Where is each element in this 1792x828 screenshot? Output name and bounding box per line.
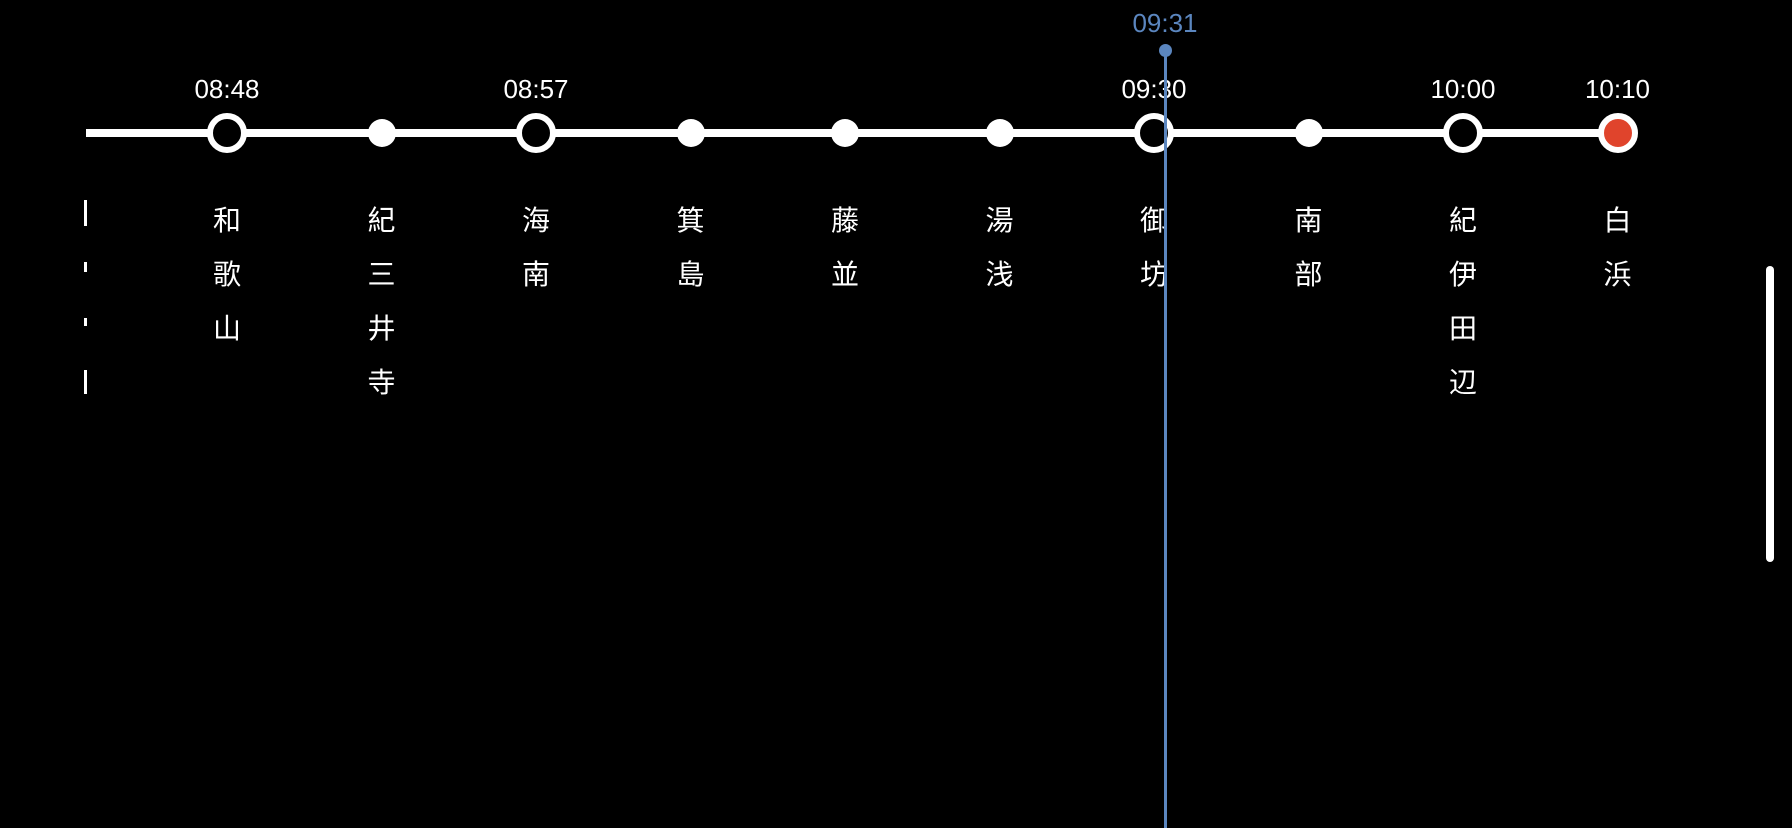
station-name: 御坊 [1077, 194, 1231, 302]
station-name-char: 浜 [1603, 258, 1632, 291]
stop-marker-major [1443, 113, 1483, 153]
stop-8[interactable]: 10:00 紀伊田辺 [1386, 0, 1540, 400]
scrollbar-thumb[interactable] [1766, 266, 1774, 562]
station-name: 白浜 [1541, 194, 1695, 302]
station-name-char: 辺 [1448, 366, 1477, 399]
stop-marker-minor [676, 119, 705, 147]
stop-marker-minor [985, 119, 1014, 147]
station-name-char: 白 [1603, 204, 1632, 237]
stop-departure-time: 08:48 [194, 74, 260, 104]
station-name-char: 紀 [1448, 204, 1477, 237]
stop-1[interactable]: 紀三井寺 [305, 0, 459, 400]
station-name-char: 井 [367, 312, 396, 345]
stop-marker-major [1134, 113, 1174, 153]
clipped-previous-stop-label [84, 200, 88, 400]
station-name-char: 箕 [676, 204, 705, 237]
station-name-char: 紀 [367, 204, 396, 237]
station-name: 湯浅 [923, 194, 1077, 302]
station-name-char: 三 [367, 258, 396, 291]
station-name-char: 田 [1448, 312, 1477, 345]
current-time-label: 09:31 [1132, 8, 1198, 38]
stop-3[interactable]: 箕島 [614, 0, 768, 400]
stop-departure-time: 09:30 [1121, 74, 1187, 104]
current-time-indicator-knob [1159, 44, 1172, 57]
stop-departure-time: 10:10 [1584, 74, 1651, 104]
stop-7[interactable]: 南部 [1232, 0, 1386, 400]
station-name-char: 海 [521, 204, 550, 237]
station-name-char: 寺 [367, 366, 396, 399]
current-time-indicator-line [1164, 50, 1167, 828]
stop-departure-time: 10:00 [1430, 74, 1496, 104]
station-name-char: 湯 [985, 204, 1014, 237]
station-name-char: 部 [1294, 258, 1323, 291]
station-name-char: 歌 [212, 258, 241, 291]
station-name: 箕島 [614, 194, 768, 302]
station-name-char: 和 [212, 204, 241, 237]
stop-marker-major [516, 113, 556, 153]
station-name: 南部 [1232, 194, 1386, 302]
station-name-char: 御 [1139, 204, 1168, 237]
stop-2[interactable]: 08:57 海南 [459, 0, 613, 400]
station-name-char: 山 [212, 312, 241, 345]
station-name-char: 坊 [1139, 258, 1168, 291]
stop-4[interactable]: 藤並 [768, 0, 922, 400]
station-name-char: 島 [676, 258, 705, 291]
stop-6[interactable]: 09:30 御坊 [1077, 0, 1231, 400]
stop-marker-minor [831, 119, 859, 147]
stop-marker-minor [367, 119, 396, 147]
station-name-char: 南 [521, 258, 550, 291]
station-name: 紀伊田辺 [1386, 194, 1540, 410]
stop-marker-terminal [1597, 113, 1638, 153]
station-name-char: 並 [830, 258, 859, 291]
station-name: 紀三井寺 [305, 194, 459, 410]
stop-9[interactable]: 10:10 白浜 [1541, 0, 1695, 400]
stop-departure-time: 08:57 [503, 74, 569, 104]
stop-marker-minor [1294, 119, 1323, 147]
station-name-char: 南 [1294, 204, 1323, 237]
station-name-char: 伊 [1448, 258, 1477, 291]
station-name-char: 藤 [830, 204, 859, 237]
stop-5[interactable]: 湯浅 [923, 0, 1077, 400]
station-name-char: 浅 [985, 258, 1014, 291]
stop-marker-major [207, 113, 247, 153]
route-track-line [86, 129, 1636, 137]
stop-0[interactable]: 08:48 和歌山 [150, 0, 304, 400]
station-name: 海南 [459, 194, 613, 302]
station-name: 藤並 [768, 194, 922, 302]
station-name: 和歌山 [150, 194, 304, 356]
